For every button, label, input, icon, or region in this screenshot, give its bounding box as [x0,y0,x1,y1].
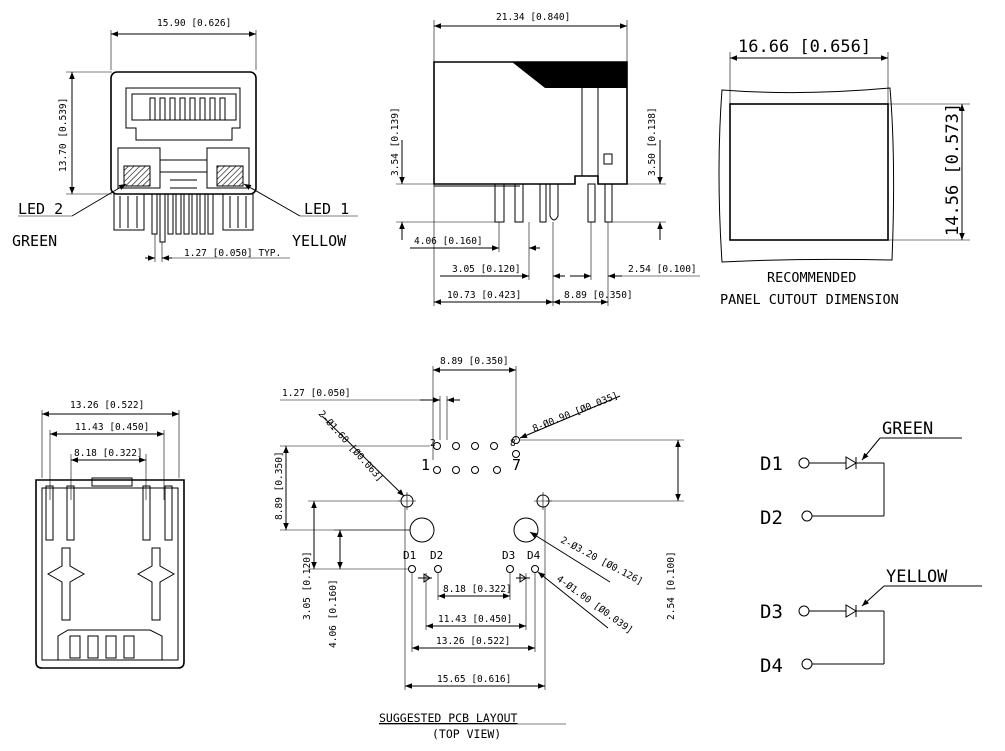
side-view: 21.34 [0.840] 3.54 [0.139] 3.50 [0.138] [390,12,700,306]
led-hole-right [513,517,539,543]
side-length-dim: 21.34 [0.840] [496,12,570,23]
cutout-width-dim: 16.66 [0.656] [738,37,871,57]
bottom-dim-inner: 8.18 [0.322] [74,448,143,459]
led-small-callout: 4-Ø1.00 [Ø0.039] [554,574,635,637]
side-left-height-dim: 3.54 [0.139] [390,107,401,176]
led2-window [123,165,151,187]
pcb-vert-dim-b: 4.06 [0.160] [328,579,339,648]
pin2-label: 2 [430,438,436,449]
schematic-d2: D2 [760,507,783,529]
pcb-vert-dim-c: 2.54 [0.100] [666,551,677,620]
pcb-caption-2: (TOP VIEW) [432,727,501,741]
pcb-layout: 8.89 [0.350] 1.27 [0.050] 2 1 8 7 [274,356,684,741]
pin8-label: 8 [510,438,516,449]
cutout-caption-1: RECOMMENDED [767,270,856,286]
front-height-dim: 13.70 [0.539] [58,98,69,172]
schematic-yellow-label: YELLOW [886,567,948,587]
led1-window [216,165,244,187]
led-hole-left [409,517,435,543]
pcb-d4-label: D4 [527,549,541,562]
front-signal-pins [151,193,214,243]
pin1-label: 1 [421,456,430,474]
led-schematic: GREEN D1 D2 YELLOW D3 D4 [760,419,982,677]
side-dim-a: 4.06 [0.160] [414,236,483,247]
pin7-label: 7 [512,456,521,474]
led-large-callout: 2-Ø3.20 [Ø0.126] [559,535,645,588]
schematic-d4: D4 [760,655,783,677]
bottom-dim-mid: 11.43 [0.450] [75,422,149,433]
signal-hole-callout: 8-Ø0.90 [Ø0.035] [531,390,620,434]
schematic-d3: D3 [760,601,783,623]
pcb-h-dim-b: 11.43 [0.450] [438,614,512,625]
side-dim-e: 8.89 [0.350] [564,290,633,301]
bottom-dim-outer: 13.26 [0.522] [70,400,144,411]
pcb-signal-holes [433,436,520,474]
pcb-pitch-dim: 1.27 [0.050] [282,388,351,399]
cutout-caption-2: PANEL CUTOUT DIMENSION [720,292,899,308]
pcb-vert-row-dim: 8.89 [0.350] [274,451,285,520]
led1-color: YELLOW [292,232,347,250]
pcb-h-dim-c: 13.26 [0.522] [436,636,510,647]
side-dim-c: 2.54 [0.100] [628,264,697,275]
cutout-height-dim: 14.56 [0.573] [943,103,963,236]
rj45-contacts [149,97,226,121]
front-width-dim: 15.90 [0.626] [157,18,231,29]
panel-cutout: 16.66 [0.656] 14.56 [0.573] RECOMMENDED … [718,37,970,308]
side-right-height-dim: 3.50 [0.138] [647,107,658,176]
pcb-vert-dim-a: 3.05 [0.120] [302,551,313,620]
side-dim-b: 3.05 [0.120] [452,264,521,275]
led1-label: LED 1 [304,200,349,218]
front-pitch-dim: 1.27 [0.050] TYP. [184,248,281,259]
side-dim-d: 10.73 [0.423] [447,290,521,301]
mount-hole-callout: 2-Ø1.60 [Ø0.063] [316,409,385,484]
schematic-d1: D1 [760,453,783,475]
led2-label: LED 2 [18,200,63,218]
pcb-d2-label: D2 [430,549,443,562]
led2-color: GREEN [12,232,57,250]
pcb-row-width-dim: 8.89 [0.350] [440,356,509,367]
pcb-caption-1: SUGGESTED PCB LAYOUT [379,711,518,725]
pcb-d1-label: D1 [403,549,416,562]
pcb-h-dim-a: 8.18 [0.322] [443,584,512,595]
bottom-view: 13.26 [0.522] 11.43 [0.450] 8.18 [0.322] [35,400,185,669]
pcb-h-dim-d: 15.65 [0.616] [437,674,511,685]
schematic-green-label: GREEN [882,419,933,439]
pcb-d3-label: D3 [502,549,515,562]
front-view: 15.90 [0.626] 13.70 [0.539] [12,18,358,262]
